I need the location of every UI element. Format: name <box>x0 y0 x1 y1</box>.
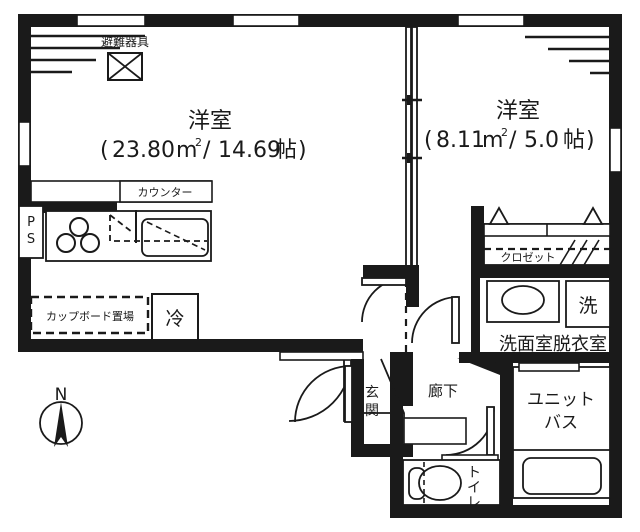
wall-under-closet <box>471 265 622 278</box>
window-right-wall <box>609 127 622 173</box>
second-room-name: 洋室 <box>496 99 540 124</box>
second-room-unit-jo: 帖 <box>563 128 585 153</box>
sink-drainer-dashed <box>109 214 207 242</box>
main-room-area-sqm: 23.80 <box>112 138 175 163</box>
ceiling-hatch-northwest <box>31 34 145 74</box>
cupboard-label: カップボード置場 <box>46 310 134 323</box>
closet: クロゼット <box>483 206 611 266</box>
wall-bath-left <box>500 363 513 505</box>
toilet-bowl <box>418 465 462 501</box>
second-room-area-jo: 5.0 <box>524 128 559 153</box>
bath-door-threshold <box>518 362 580 372</box>
wall-washroom-left <box>471 278 480 352</box>
window-left-wall <box>18 121 31 167</box>
bathtub <box>522 457 602 495</box>
main-room-area: ( 23.80 m 2 / 14.69 帖 ) <box>100 136 307 163</box>
second-room-area-sqm: 8.11 <box>436 128 485 153</box>
ceiling-hatch-northeast <box>525 35 609 75</box>
window-top-left <box>76 14 146 27</box>
pipe-shaft: P S <box>18 205 44 259</box>
washroom-label: 洗面室脱衣室 <box>499 334 607 355</box>
washbasin <box>486 280 560 323</box>
door-washroom[interactable] <box>411 296 460 344</box>
window-group-top <box>76 14 525 27</box>
main-room-unit-jo: 帖 <box>275 138 297 163</box>
evacuation-equipment-symbol <box>107 52 143 81</box>
door-entrance[interactable] <box>294 365 353 423</box>
second-room-area: ( 8.11 m 2 / 5.0 帖 ) <box>424 126 595 153</box>
corridor-wall-wedge <box>457 358 500 375</box>
wall-above-second-door <box>363 265 406 278</box>
north-compass: N <box>39 385 83 447</box>
refrigerator-label: 冷 <box>165 308 184 330</box>
second-room-unit-sqm: m <box>482 128 503 153</box>
wall-left-of-closet <box>471 206 484 278</box>
second-room-sqm-superscript: 2 <box>501 126 508 139</box>
svg-text:/: / <box>509 128 517 153</box>
wall-washroom-bottom <box>459 352 622 363</box>
kitchen-counter-top <box>119 180 213 203</box>
unit-bath-label-line1: ユニット <box>527 390 595 410</box>
unit-bath-label-line2: バス <box>544 413 578 433</box>
door-threshold-main <box>279 351 364 361</box>
kitchen-sink <box>141 218 209 257</box>
main-room-sqm-superscript: 2 <box>195 136 202 149</box>
main-room-unit-sqm: m <box>176 138 197 163</box>
partition-wall-stub <box>406 265 419 307</box>
corridor-label: 廊下 <box>428 382 458 400</box>
evacuation-equipment-label: 避難器具 <box>101 34 149 49</box>
refrigerator: 冷 <box>151 293 199 341</box>
ps-label-s: S <box>27 232 35 247</box>
svg-text:(: ( <box>424 128 433 153</box>
door-second-room[interactable] <box>361 277 407 323</box>
shoebox-box <box>403 417 467 445</box>
unit-bath: ユニット バス <box>512 362 611 499</box>
closet-label: クロゼット <box>501 251 556 264</box>
washing-machine-label: 洗 <box>578 295 597 317</box>
counter-label: カウンター <box>138 186 193 199</box>
wall-entrance-right-upper <box>403 352 413 406</box>
wall-shoebox-bottom <box>363 444 413 457</box>
toilet-label-char1: ト <box>467 465 481 481</box>
svg-text:/: / <box>203 138 211 163</box>
main-room-area-jo: 14.69 <box>218 138 281 163</box>
washing-machine: 洗 <box>565 280 611 328</box>
window-top-center <box>232 14 300 27</box>
svg-text:): ) <box>298 138 307 163</box>
toilet-label-char3: レ <box>467 495 481 511</box>
kitchen-shelf-underline <box>31 202 117 213</box>
entrance-label-char2: 関 <box>365 403 379 419</box>
wall-entrance-left <box>351 359 364 457</box>
toilet-room <box>402 459 501 506</box>
toilet-label-char2: イ <box>467 480 481 496</box>
svg-text:(: ( <box>100 138 109 163</box>
svg-text:): ) <box>586 128 595 153</box>
entrance-label-char1: 玄 <box>365 384 379 401</box>
main-room-name: 洋室 <box>188 109 232 134</box>
stove-burners-icon <box>56 217 100 253</box>
north-label: N <box>55 385 68 405</box>
ps-label-p: P <box>27 215 35 230</box>
window-top-right <box>457 14 525 27</box>
cupboard-area: カップボード置場 <box>29 295 150 335</box>
